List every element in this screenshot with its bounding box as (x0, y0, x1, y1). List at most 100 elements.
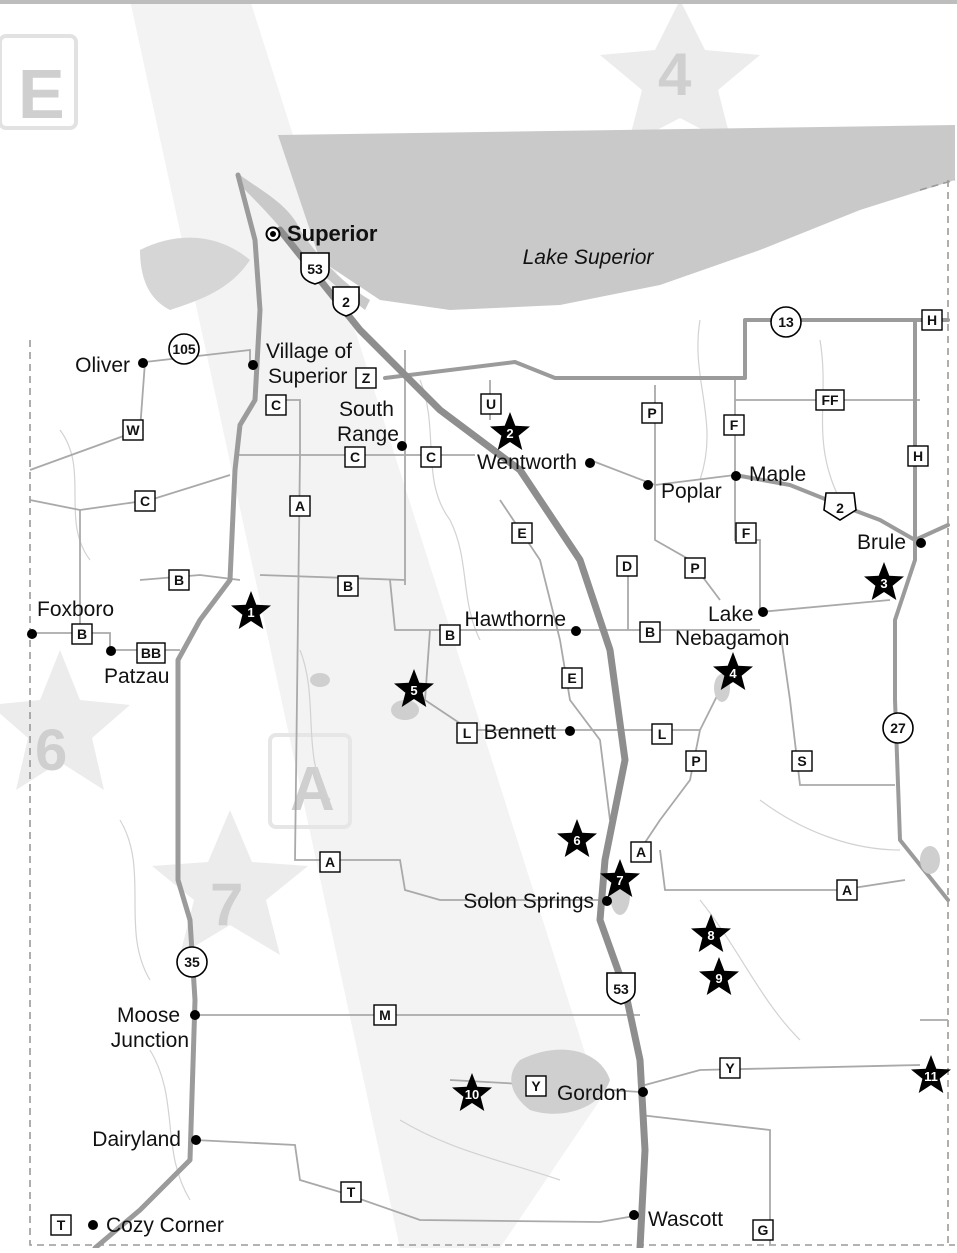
town-hawthorne: Hawthorne (464, 608, 566, 631)
svg-text:53: 53 (613, 981, 629, 997)
us-53-shield-north: 53 (300, 252, 330, 285)
star-marker-7: 7 (600, 859, 640, 897)
wi-105-shield: 105 (168, 333, 200, 365)
svg-text:C: C (350, 449, 360, 465)
county-road-l-2: L (651, 723, 673, 745)
lake-nebagamon-marker (758, 607, 768, 617)
town-cozy-corner: Cozy Corner (106, 1214, 224, 1237)
star-label-1: 1 (247, 605, 254, 620)
county-road-f-1: F (723, 414, 745, 436)
svg-text:35: 35 (184, 954, 200, 970)
star-label-10: 10 (465, 1087, 479, 1102)
town-solon-springs: Solon Springs (463, 890, 594, 913)
svg-text:H: H (927, 312, 937, 328)
county-road-a-3: A (630, 841, 652, 863)
county-road-s: S (791, 750, 813, 772)
lake-superior-label: Lake Superior (523, 246, 655, 269)
county-road-d: D (616, 555, 638, 577)
bg-mark-6: 6 (35, 718, 67, 783)
svg-text:A: A (636, 844, 646, 860)
star-marker-4: 4 (713, 652, 753, 690)
county-road-g: G (752, 1219, 774, 1241)
svg-text:53: 53 (307, 261, 323, 277)
county-road-t-1: T (340, 1181, 362, 1203)
star-marker-8: 8 (691, 914, 731, 952)
svg-text:B: B (174, 572, 184, 588)
svg-text:F: F (742, 525, 751, 541)
svg-text:D: D (622, 558, 632, 574)
town-range: Range (337, 423, 399, 446)
star-marker-10: 10 (452, 1073, 492, 1111)
svg-text:U: U (486, 396, 496, 412)
county-road-c-4: C (134, 490, 156, 512)
county-road-c-2: C (344, 446, 366, 468)
point-of-interest-stars: 1 2 3 4 5 6 7 8 9 10 11 (231, 412, 951, 1111)
star-label-2: 2 (506, 426, 513, 441)
dairyland-marker (191, 1135, 201, 1145)
bennett-marker (565, 726, 575, 736)
town-moose: Moose (117, 1004, 180, 1027)
wi-13-shield: 13 (770, 306, 802, 338)
towns: Superior Oliver Village of Superior Sout… (27, 221, 926, 1237)
foxboro-marker (27, 629, 37, 639)
svg-text:A: A (325, 854, 335, 870)
patzau-marker (106, 646, 116, 656)
county-road-u: U (480, 393, 502, 415)
county-road-c-1: C (265, 394, 287, 416)
village-superior-marker (248, 360, 258, 370)
svg-text:L: L (658, 726, 667, 742)
county-road-a-2: A (319, 851, 341, 873)
star-marker-9: 9 (699, 957, 739, 995)
us-2-shield-east: 2 (823, 492, 857, 521)
town-superior: Superior (287, 221, 378, 246)
svg-text:Z: Z (362, 370, 371, 386)
bg-mark-e: E (18, 55, 65, 133)
svg-text:27: 27 (890, 720, 906, 736)
star-label-3: 3 (880, 576, 887, 591)
svg-text:FF: FF (821, 392, 839, 408)
star-label-5: 5 (410, 683, 417, 698)
svg-text:L: L (463, 725, 472, 741)
svg-text:T: T (347, 1184, 356, 1200)
svg-text:P: P (691, 753, 700, 769)
town-bennett: Bennett (484, 721, 557, 744)
bg-mark-4: 4 (658, 41, 692, 108)
county-road-ff: FF (815, 389, 845, 411)
star-marker-1: 1 (231, 591, 271, 629)
county-road-b-3: B (71, 623, 93, 645)
town-village-superior: Superior (268, 365, 347, 388)
town-maple: Maple (749, 463, 806, 486)
wascott-marker (629, 1210, 639, 1220)
town-gordon: Gordon (557, 1082, 627, 1105)
county-road-y-1: Y (525, 1075, 547, 1097)
county-road-c-3: C (420, 446, 442, 468)
moose-junction-marker (190, 1010, 200, 1020)
county-road-t-2: T (50, 1214, 72, 1236)
svg-text:BB: BB (141, 645, 161, 661)
star-label-6: 6 (573, 833, 580, 848)
svg-text:F: F (730, 417, 739, 433)
svg-text:P: P (647, 405, 656, 421)
county-road-z: Z (355, 367, 377, 389)
star-label-11: 11 (924, 1069, 938, 1084)
county-road-markers: Z C W C C C A U P F FF H H F E D P B B B… (50, 309, 943, 1241)
town-foxboro: Foxboro (37, 598, 114, 621)
county-road-a-1: A (289, 495, 311, 517)
county-road-f-2: F (735, 522, 757, 544)
us-27-shield: 27 (882, 712, 914, 744)
county-road-h-2: H (907, 445, 929, 467)
town-lake: Lake (708, 603, 754, 626)
lake-superior: Lake Superior (140, 125, 955, 310)
svg-text:S: S (797, 753, 806, 769)
county-road-b-4: B (439, 624, 461, 646)
svg-text:Y: Y (531, 1078, 541, 1094)
county-road-bb: BB (136, 642, 166, 664)
svg-text:C: C (426, 449, 436, 465)
star-label-4: 4 (729, 666, 737, 681)
svg-text:H: H (913, 448, 923, 464)
bg-mark-a: A (290, 755, 335, 824)
town-dairyland: Dairyland (92, 1128, 181, 1151)
maple-marker (731, 471, 741, 481)
svg-text:W: W (126, 422, 140, 438)
